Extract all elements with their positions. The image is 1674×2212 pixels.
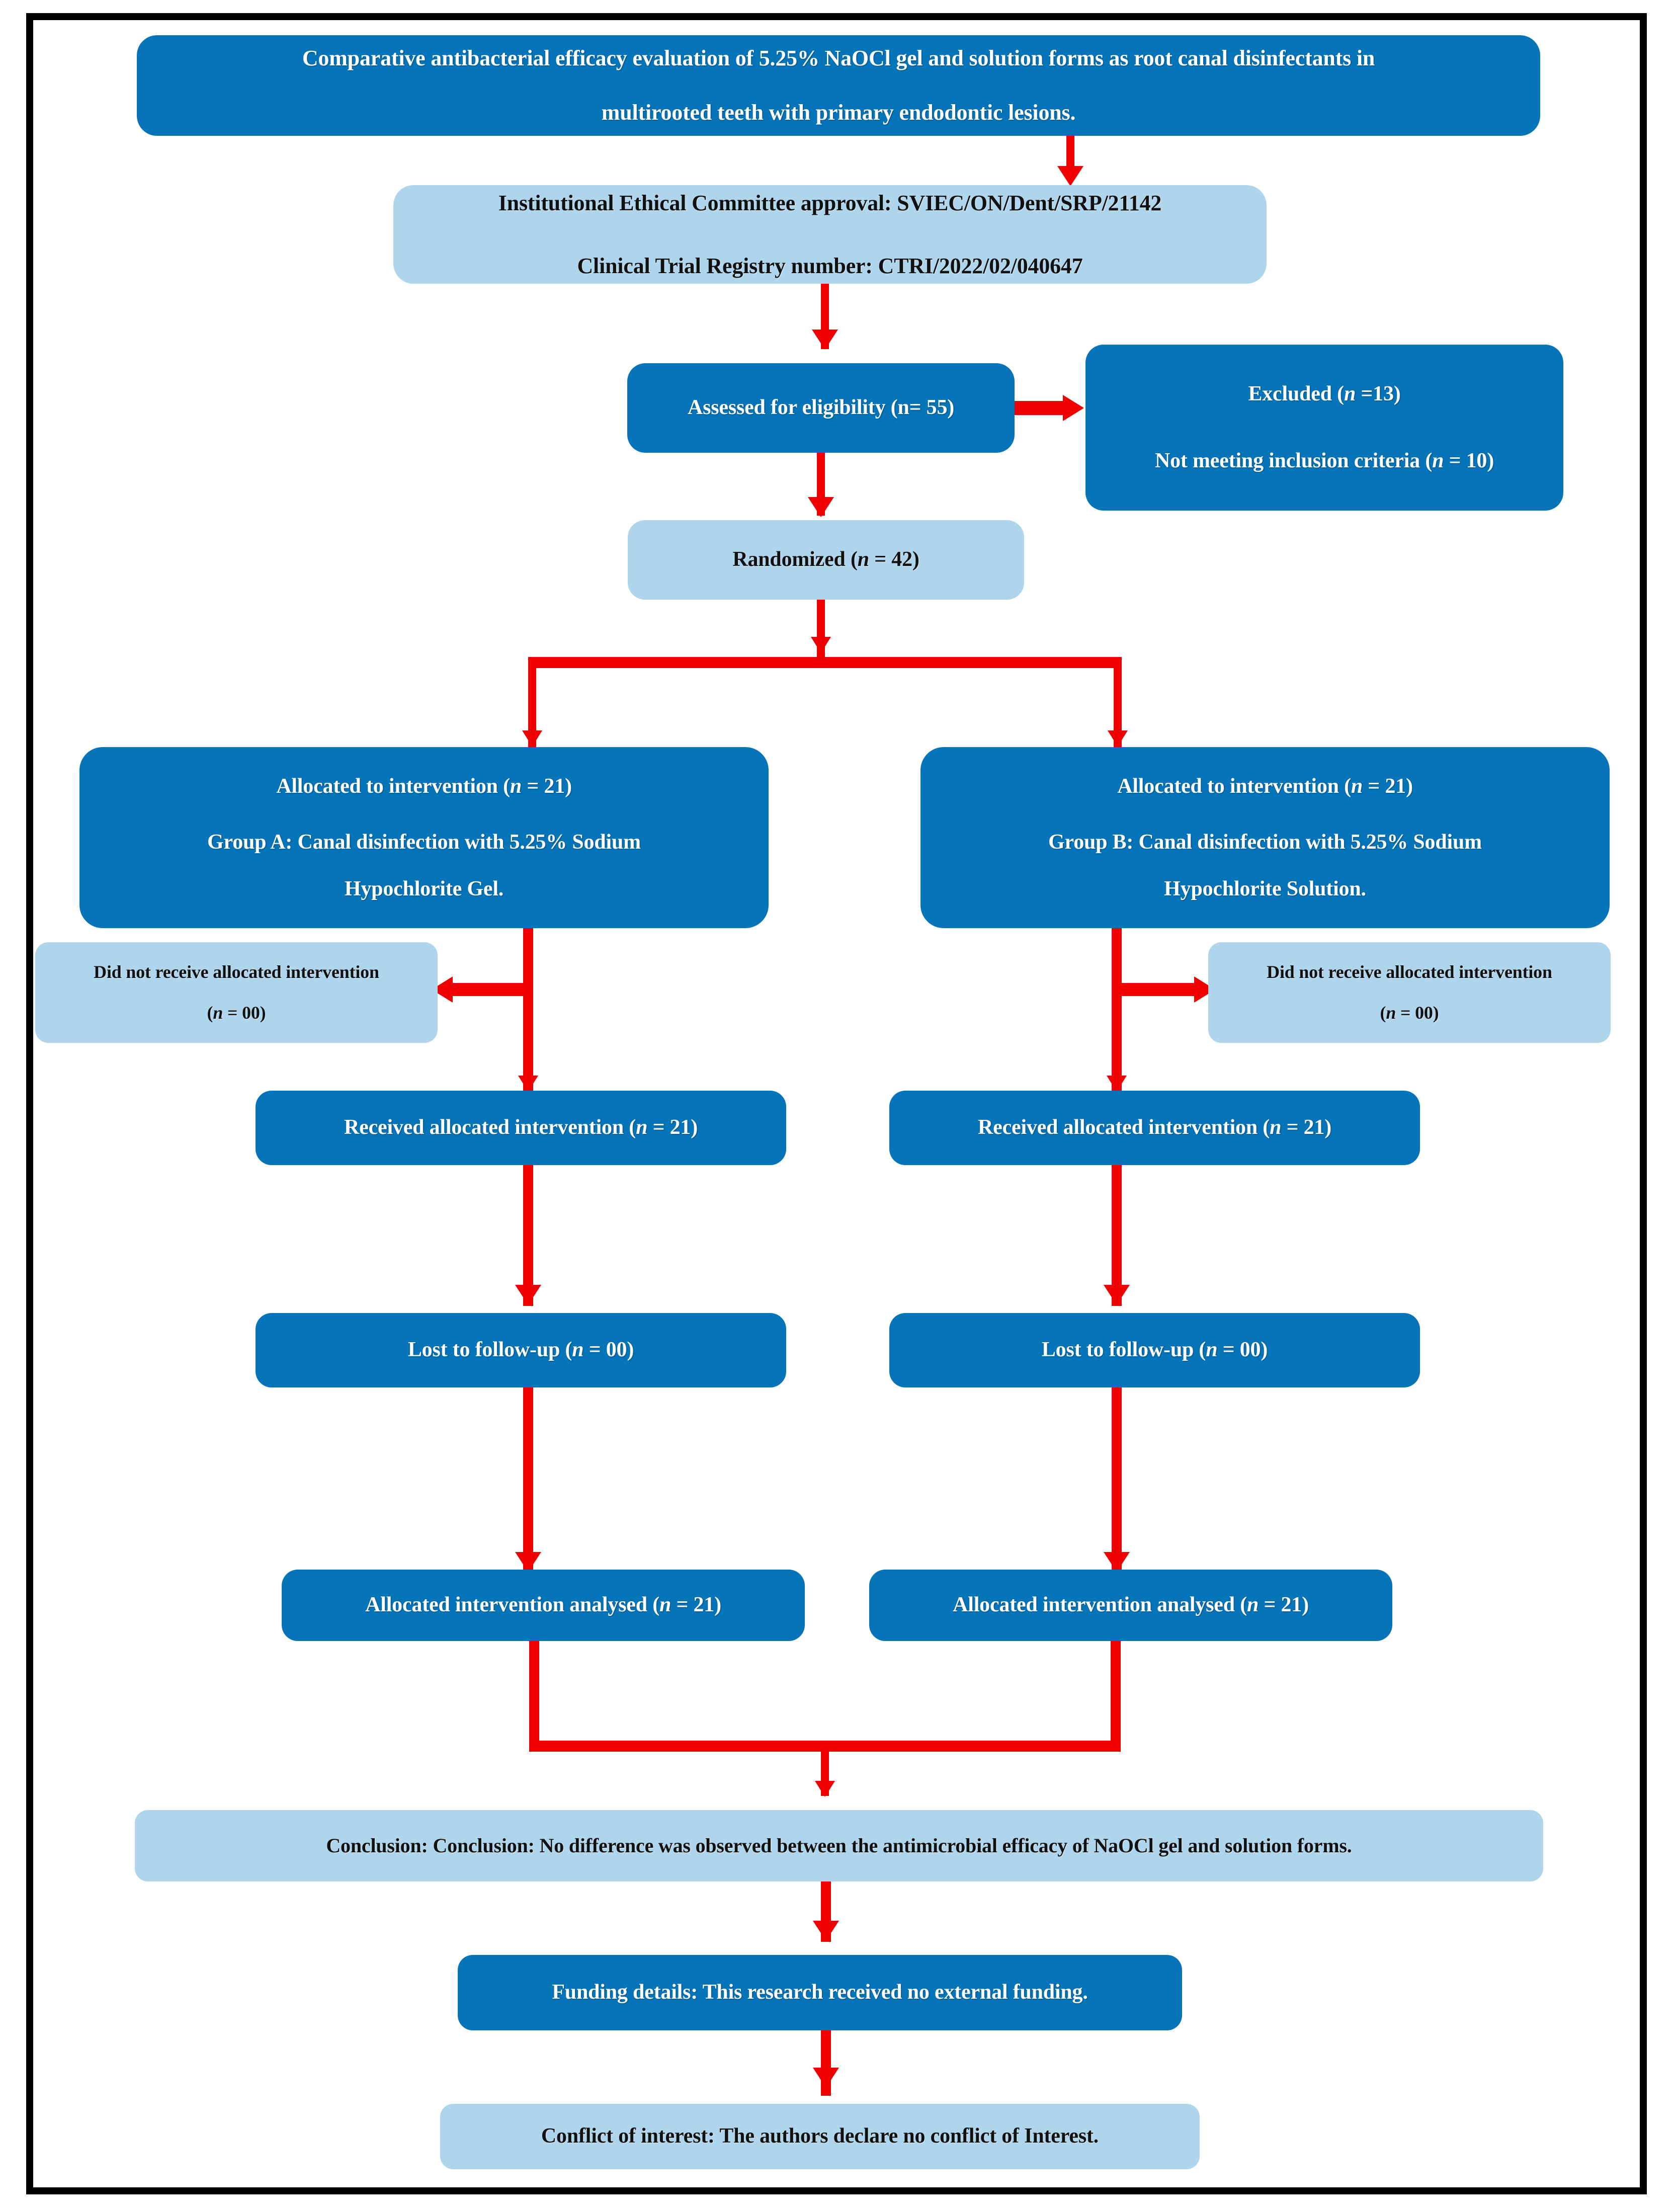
node-lost-followup-left-line1: Lost to follow-up (n = 00) [407,1338,634,1362]
connector-left-received-to-lost [523,1165,533,1306]
connector-split-right-drop [1114,657,1122,750]
node-randomized: Randomized (n = 42) [628,520,1024,600]
node-lost-followup-right: Lost to follow-up (n = 00) [889,1313,1420,1387]
node-allocated-right-line1: Allocated to intervention (n = 21) [1117,775,1413,798]
connector-merge-left-drop [529,1641,539,1749]
connector-right-lost-to-analysed [1112,1387,1122,1579]
node-received-right-line1: Received allocated intervention (n = 21) [978,1116,1331,1139]
node-funding: Funding details: This research received … [458,1955,1182,2030]
node-allocated-left-line2: Group A: Canal disinfection with 5.25% S… [207,831,641,854]
arrowhead-conclusion-to-funding [813,1921,839,1941]
arrowhead-split-right [1108,730,1128,747]
node-randomized-line1: Randomized (n = 42) [732,548,919,571]
node-title-line1: Comparative antibacterial efficacy evalu… [302,46,1375,71]
node-not-received-left-line2: (n = 00) [207,1002,266,1023]
node-title-line2: multirooted teeth with primary endodonti… [601,100,1076,125]
connector-left-lost-to-analysed [523,1387,533,1579]
node-received-left: Received allocated intervention (n = 21) [256,1091,786,1165]
arrowhead-funding-to-conflict [813,2068,839,2088]
node-allocated-left-line3: Hypochlorite Gel. [344,877,504,900]
node-not-received-left: Did not receive allocated intervention (… [35,942,438,1043]
node-allocated-right: Allocated to intervention (n = 21) Group… [920,747,1610,928]
connector-left-to-notreceived [453,983,528,996]
arrowhead-eligibility-to-excluded [1063,395,1084,421]
node-allocated-left-line1: Allocated to intervention (n = 21) [276,775,572,798]
arrowhead-approval-to-eligibility [812,330,838,350]
connector-merge-right-drop [1111,1641,1121,1749]
node-not-received-left-line1: Did not receive allocated intervention [94,961,379,982]
arrowhead-split-left [522,730,542,747]
node-conflict-line1: Conflict of interest: The authors declar… [541,2124,1099,2148]
node-excluded: Excluded (n =13) Not meeting inclusion c… [1085,345,1563,511]
node-analysed-right: Allocated intervention analysed (n = 21) [869,1570,1392,1641]
connector-right-allocated-stem [1112,928,1122,1112]
connector-split-horizontal [528,657,1122,668]
arrowhead-right-to-received [1107,1076,1127,1092]
arrowhead-right-lost-to-analysed [1104,1552,1130,1572]
connector-right-received-to-lost [1112,1165,1122,1306]
arrowhead-left-received-to-lost [515,1285,541,1305]
node-analysed-right-line1: Allocated intervention analysed (n = 21) [953,1593,1309,1617]
node-analysed-left-line1: Allocated intervention analysed (n = 21) [365,1593,721,1617]
node-title: Comparative antibacterial efficacy evalu… [137,35,1540,136]
node-analysed-left: Allocated intervention analysed (n = 21) [282,1570,805,1641]
node-received-left-line1: Received allocated intervention (n = 21) [344,1116,698,1139]
node-allocated-right-line2: Group B: Canal disinfection with 5.25% S… [1048,831,1482,854]
node-lost-followup-right-line1: Lost to follow-up (n = 00) [1041,1338,1268,1362]
node-excluded-line1: Excluded (n =13) [1248,382,1401,406]
arrowhead-left-lost-to-analysed [515,1552,541,1572]
connector-left-allocated-stem [523,928,533,1112]
node-assessed-eligibility: Assessed for eligibility (n= 55) [627,363,1015,453]
node-ethics-approval: Institutional Ethical Committee approval… [393,185,1267,284]
connector-eligibility-to-excluded [1015,401,1068,415]
node-received-right: Received allocated intervention (n = 21) [889,1091,1420,1165]
node-ethics-approval-line2: Clinical Trial Registry number: CTRI/202… [577,254,1083,279]
node-not-received-right-line2: (n = 00) [1380,1002,1439,1023]
node-conclusion: Conclusion: Conclusion: No difference wa… [135,1810,1543,1881]
node-conclusion-line1: Conclusion: Conclusion: No difference wa… [326,1834,1352,1857]
node-allocated-left: Allocated to intervention (n = 21) Group… [79,747,769,928]
arrowhead-eligibility-to-randomized [808,497,834,517]
connector-split-left-drop [528,657,536,750]
node-allocated-right-line3: Hypochlorite Solution. [1164,877,1366,900]
node-not-received-right-line1: Did not receive allocated intervention [1267,961,1552,982]
node-not-received-right: Did not receive allocated intervention (… [1208,942,1611,1043]
connector-right-to-notreceived [1120,983,1195,996]
node-ethics-approval-line1: Institutional Ethical Committee approval… [498,190,1162,215]
node-lost-followup-left: Lost to follow-up (n = 00) [256,1313,786,1387]
node-excluded-line2: Not meeting inclusion criteria (n = 10) [1154,449,1494,472]
arrowhead-randomized-stem [811,637,831,653]
node-funding-line1: Funding details: This research received … [552,1981,1088,2004]
node-conflict-of-interest: Conflict of interest: The authors declar… [440,2104,1200,2169]
arrowhead-title-to-approval [1057,166,1083,186]
arrowhead-right-received-to-lost [1104,1285,1130,1305]
arrowhead-left-to-received [518,1076,538,1092]
node-assessed-eligibility-line1: Assessed for eligibility (n= 55) [687,396,955,420]
arrowhead-merge-to-conclusion [815,1781,835,1797]
